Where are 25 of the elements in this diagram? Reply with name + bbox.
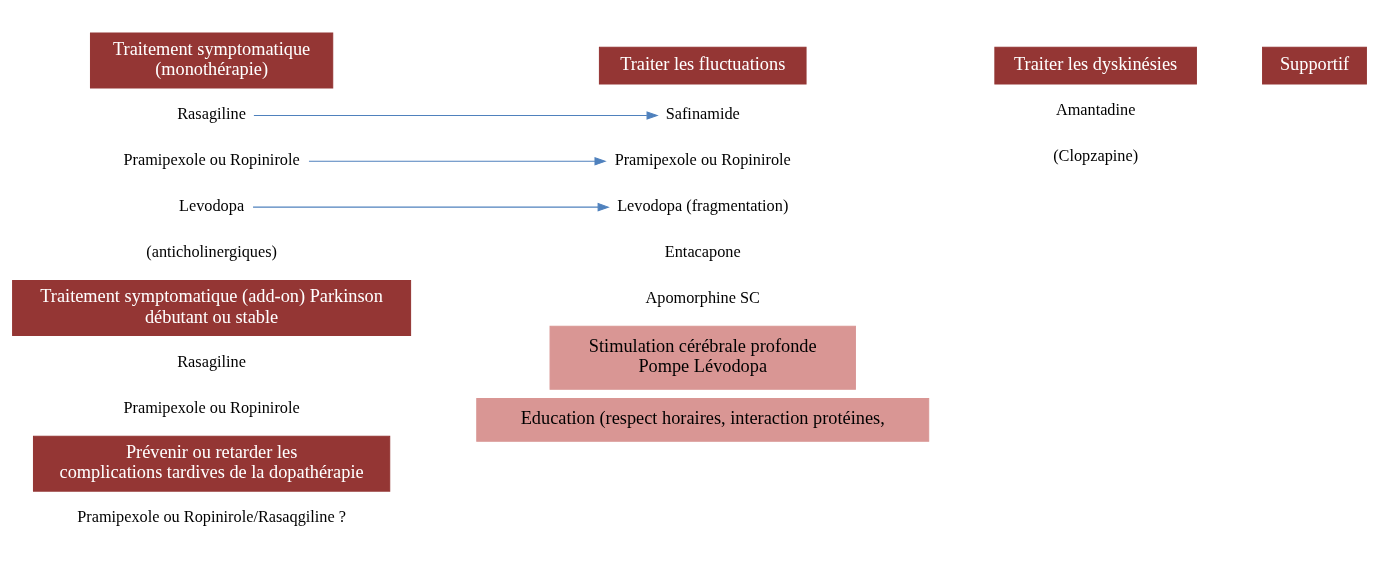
node-text: Levodopa (179, 195, 245, 215)
node-text: Pramipexole ou Ropinirole (614, 149, 791, 169)
node-box: Traiter les fluctuations (598, 46, 807, 84)
arrow (308, 156, 607, 166)
node-box: Education (respect horaires, interaction protéines, (476, 397, 930, 442)
arrow (253, 110, 659, 120)
label: Amantadine (1055, 99, 1136, 119)
node-box: Traitement symptomatique (add-on) Parkinson débutant ou stable (12, 279, 412, 336)
label: (Clopzapine) (1053, 145, 1139, 165)
node-box: Stimulation cérébrale profonde Pompe Lévodopa (549, 325, 856, 390)
label: Apomorphine SC (645, 287, 760, 307)
node-box: Supportif (1262, 46, 1367, 84)
node-box: Prévenir ou retarder les complications tardives de la dopathérapie (32, 435, 391, 492)
node-box: Traitement symptomatique (monothérapie) (89, 32, 334, 89)
node-text: Pramipexole ou Ropinirole (123, 149, 300, 169)
label: Pramipexole ou Ropinirole (123, 397, 300, 417)
node-text: Levodopa (fragmentation) (617, 195, 789, 215)
label: Entacapone (664, 241, 741, 261)
arrow (252, 202, 610, 211)
label: Pramipexole ou Ropinirole/Rasaqgiline ? (77, 506, 346, 526)
label: Rasagiline (177, 351, 246, 371)
label: (anticholinergiques) (146, 241, 277, 261)
node-box: Traiter les dyskinésies (994, 46, 1197, 84)
node-text: Safinamide (665, 103, 740, 123)
node-text: Rasagiline (177, 103, 246, 123)
